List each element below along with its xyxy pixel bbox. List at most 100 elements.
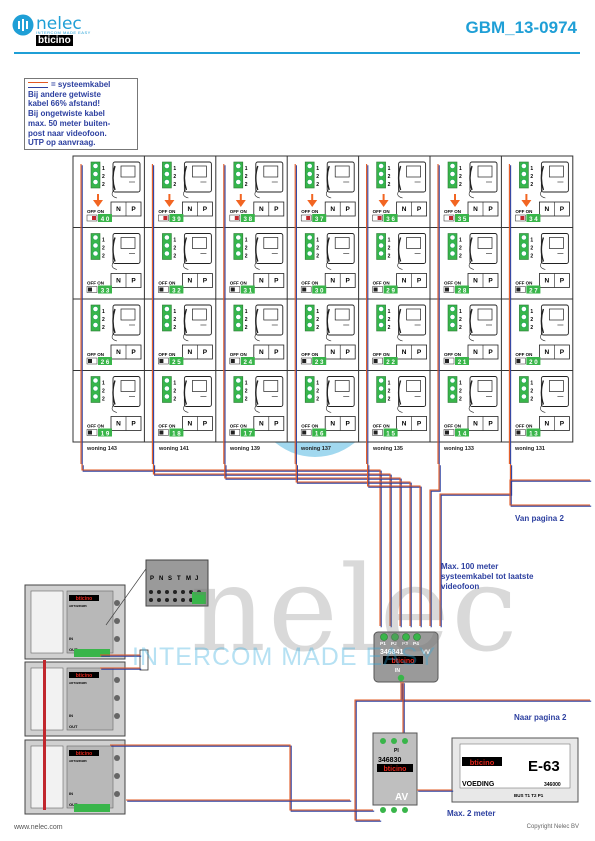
- terminal-screw-icon: [235, 163, 242, 169]
- terminal-screw-icon: [306, 163, 313, 169]
- terminal-screw-icon: [449, 393, 456, 400]
- terminal-label-p: P: [346, 421, 351, 428]
- handset-icon: [183, 380, 188, 405]
- feed-cable: [224, 464, 401, 626]
- terminal-number: 2: [245, 182, 248, 188]
- terminal-screw-icon: [520, 171, 527, 177]
- terminal-number: 1: [102, 166, 105, 172]
- terminal-number: 2: [530, 182, 533, 188]
- module-out-label: OUT: [69, 647, 78, 652]
- panel-bus-cable-blue: [111, 745, 375, 812]
- terminal-number: 2: [530, 325, 533, 331]
- handset-icon: [112, 165, 116, 191]
- terminal-label-p: P: [417, 278, 422, 285]
- address-number: 3 3: [101, 287, 110, 294]
- dip-switch-lever: [88, 430, 92, 435]
- terminal-screw-icon: [306, 377, 313, 384]
- port-label: P4: [413, 641, 419, 647]
- handset-icon: [540, 165, 545, 191]
- terminal-screw-icon: [163, 179, 170, 185]
- terminal-number: 2: [173, 254, 176, 260]
- handset-cord-icon: [540, 404, 546, 413]
- module-screw-icon: [114, 695, 120, 701]
- off-on-label: OFF ON: [301, 352, 318, 357]
- handset-icon: [540, 308, 545, 334]
- terminal-label-n: N: [330, 278, 335, 285]
- terminal-screw-icon: [378, 171, 385, 177]
- address-number: 3 8: [243, 216, 252, 223]
- module-screw-icon: [114, 773, 120, 779]
- terminal-label-n: N: [473, 206, 478, 213]
- panel-cable-spine: [43, 660, 46, 810]
- legend-line: post naar videofoon.: [28, 128, 107, 138]
- dip-switch-lever: [302, 430, 307, 435]
- port-screw-icon: [402, 738, 408, 744]
- handset-cord-icon: [397, 189, 403, 199]
- terminal-number: 2: [316, 246, 319, 252]
- handset-cord-icon: [468, 261, 475, 270]
- module-slot: [30, 590, 64, 654]
- legend-line: kabel 66% afstand!: [28, 99, 101, 109]
- module-screw-icon: [114, 600, 120, 606]
- terminal-label-n: N: [473, 349, 478, 356]
- terminal-number: 1: [316, 381, 319, 387]
- terminal-label-n: N: [116, 349, 121, 356]
- module-in-label: IN: [69, 636, 73, 641]
- address-badge: [312, 428, 327, 437]
- terminal-screw-icon: [449, 314, 456, 320]
- arrow-down-icon: [235, 194, 246, 207]
- address-badge: [240, 285, 255, 294]
- terminal-number: 2: [459, 174, 462, 180]
- distributor-code: 346841: [380, 649, 403, 656]
- terminal-label-n: N: [330, 349, 335, 356]
- terminal-screw-icon: [520, 242, 527, 249]
- callout-line: [105, 565, 149, 626]
- terminal-screw-icon: [92, 385, 99, 392]
- terminal-screw-icon: [449, 322, 456, 328]
- address-badge: [240, 214, 255, 222]
- off-on-label: OFF ON: [87, 281, 104, 286]
- screen-icon: [192, 380, 207, 392]
- dip-switch-lever: [516, 359, 521, 363]
- terminal-number: 2: [102, 389, 105, 395]
- terminal-label-p: P: [274, 421, 279, 428]
- module-code: ART3236965: [69, 759, 87, 763]
- terminal-number: 2: [388, 246, 391, 252]
- address-number: 1 5: [386, 430, 395, 437]
- footer-website: www.nelec.com: [14, 824, 63, 831]
- terminal-number: 2: [459, 389, 462, 395]
- off-on-label: OFF ON: [158, 352, 175, 357]
- handset-cord-icon: [254, 261, 260, 270]
- terminal-screw-icon: [449, 377, 456, 384]
- woning-label: woning 131: [515, 446, 545, 452]
- terminal-label-p: P: [274, 278, 279, 285]
- address-badge: [455, 285, 469, 294]
- port-screw-icon: [391, 738, 397, 744]
- module-out-label: OUT: [69, 724, 78, 729]
- logo-subtitle: INTERCOM MADE EASY: [36, 30, 91, 35]
- terminal-label-p: P: [417, 206, 422, 213]
- handset-icon: [397, 380, 402, 405]
- terminal-label-n: N: [188, 421, 193, 428]
- port-screw-icon: [380, 633, 388, 641]
- interface-brand-bg: [377, 764, 413, 772]
- screen-icon: [334, 237, 350, 249]
- dip-switch-lever: [373, 359, 378, 363]
- terminal-number: 2: [530, 389, 533, 395]
- feed-cable: [429, 464, 440, 626]
- off-on-label: OFF ON: [87, 424, 104, 429]
- terminal-screw-icon: [163, 393, 170, 400]
- handset-cord-icon: [183, 261, 189, 270]
- terminal-screw-icon: [378, 385, 385, 392]
- terminal-label-p: P: [488, 349, 493, 356]
- handset-cord-icon: [183, 189, 189, 199]
- connector-pin-icon: [157, 590, 161, 594]
- terminal-number: 2: [388, 325, 391, 331]
- handset-icon: [255, 237, 259, 262]
- terminal-label-n: N: [473, 421, 478, 428]
